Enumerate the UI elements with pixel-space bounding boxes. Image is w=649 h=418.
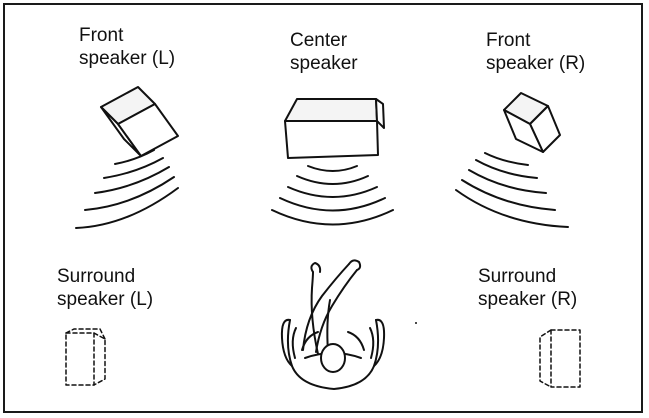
surround-left-speaker-icon: [65, 328, 106, 386]
surround-right-label-line1: Surround: [478, 266, 557, 287]
center-speaker-icon: [284, 98, 385, 159]
front-left-label-line2: speaker (L): [79, 48, 176, 69]
front-left-label-line1: Front: [79, 25, 124, 46]
center-sound-waves-icon: [271, 165, 394, 226]
surround-right-label-line2: speaker (R): [478, 289, 578, 310]
listener-in-armchair-icon: [280, 259, 386, 390]
front-left-label: Front speaker (L): [79, 24, 175, 70]
surround-left-label-line1: Surround: [57, 266, 136, 287]
surround-left-label-line2: speaker (L): [57, 289, 154, 310]
front-right-label-line1: Front: [486, 30, 531, 51]
front-right-speaker-icon: [503, 92, 561, 153]
center-label: Center speaker: [290, 29, 358, 75]
front-right-sound-waves-icon: [455, 152, 569, 228]
front-left-speaker-icon: [100, 86, 179, 157]
surround-right-label: Surround speaker (R): [478, 265, 577, 311]
stray-dot: [415, 322, 417, 324]
front-right-label: Front speaker (R): [486, 29, 585, 75]
front-right-label-line2: speaker (R): [486, 53, 586, 74]
surround-left-label: Surround speaker (L): [57, 265, 153, 311]
front-left-sound-waves-icon: [75, 149, 179, 229]
surround-right-speaker-icon: [539, 329, 581, 388]
center-label-line2: speaker: [290, 53, 358, 74]
center-label-line1: Center: [290, 30, 348, 51]
